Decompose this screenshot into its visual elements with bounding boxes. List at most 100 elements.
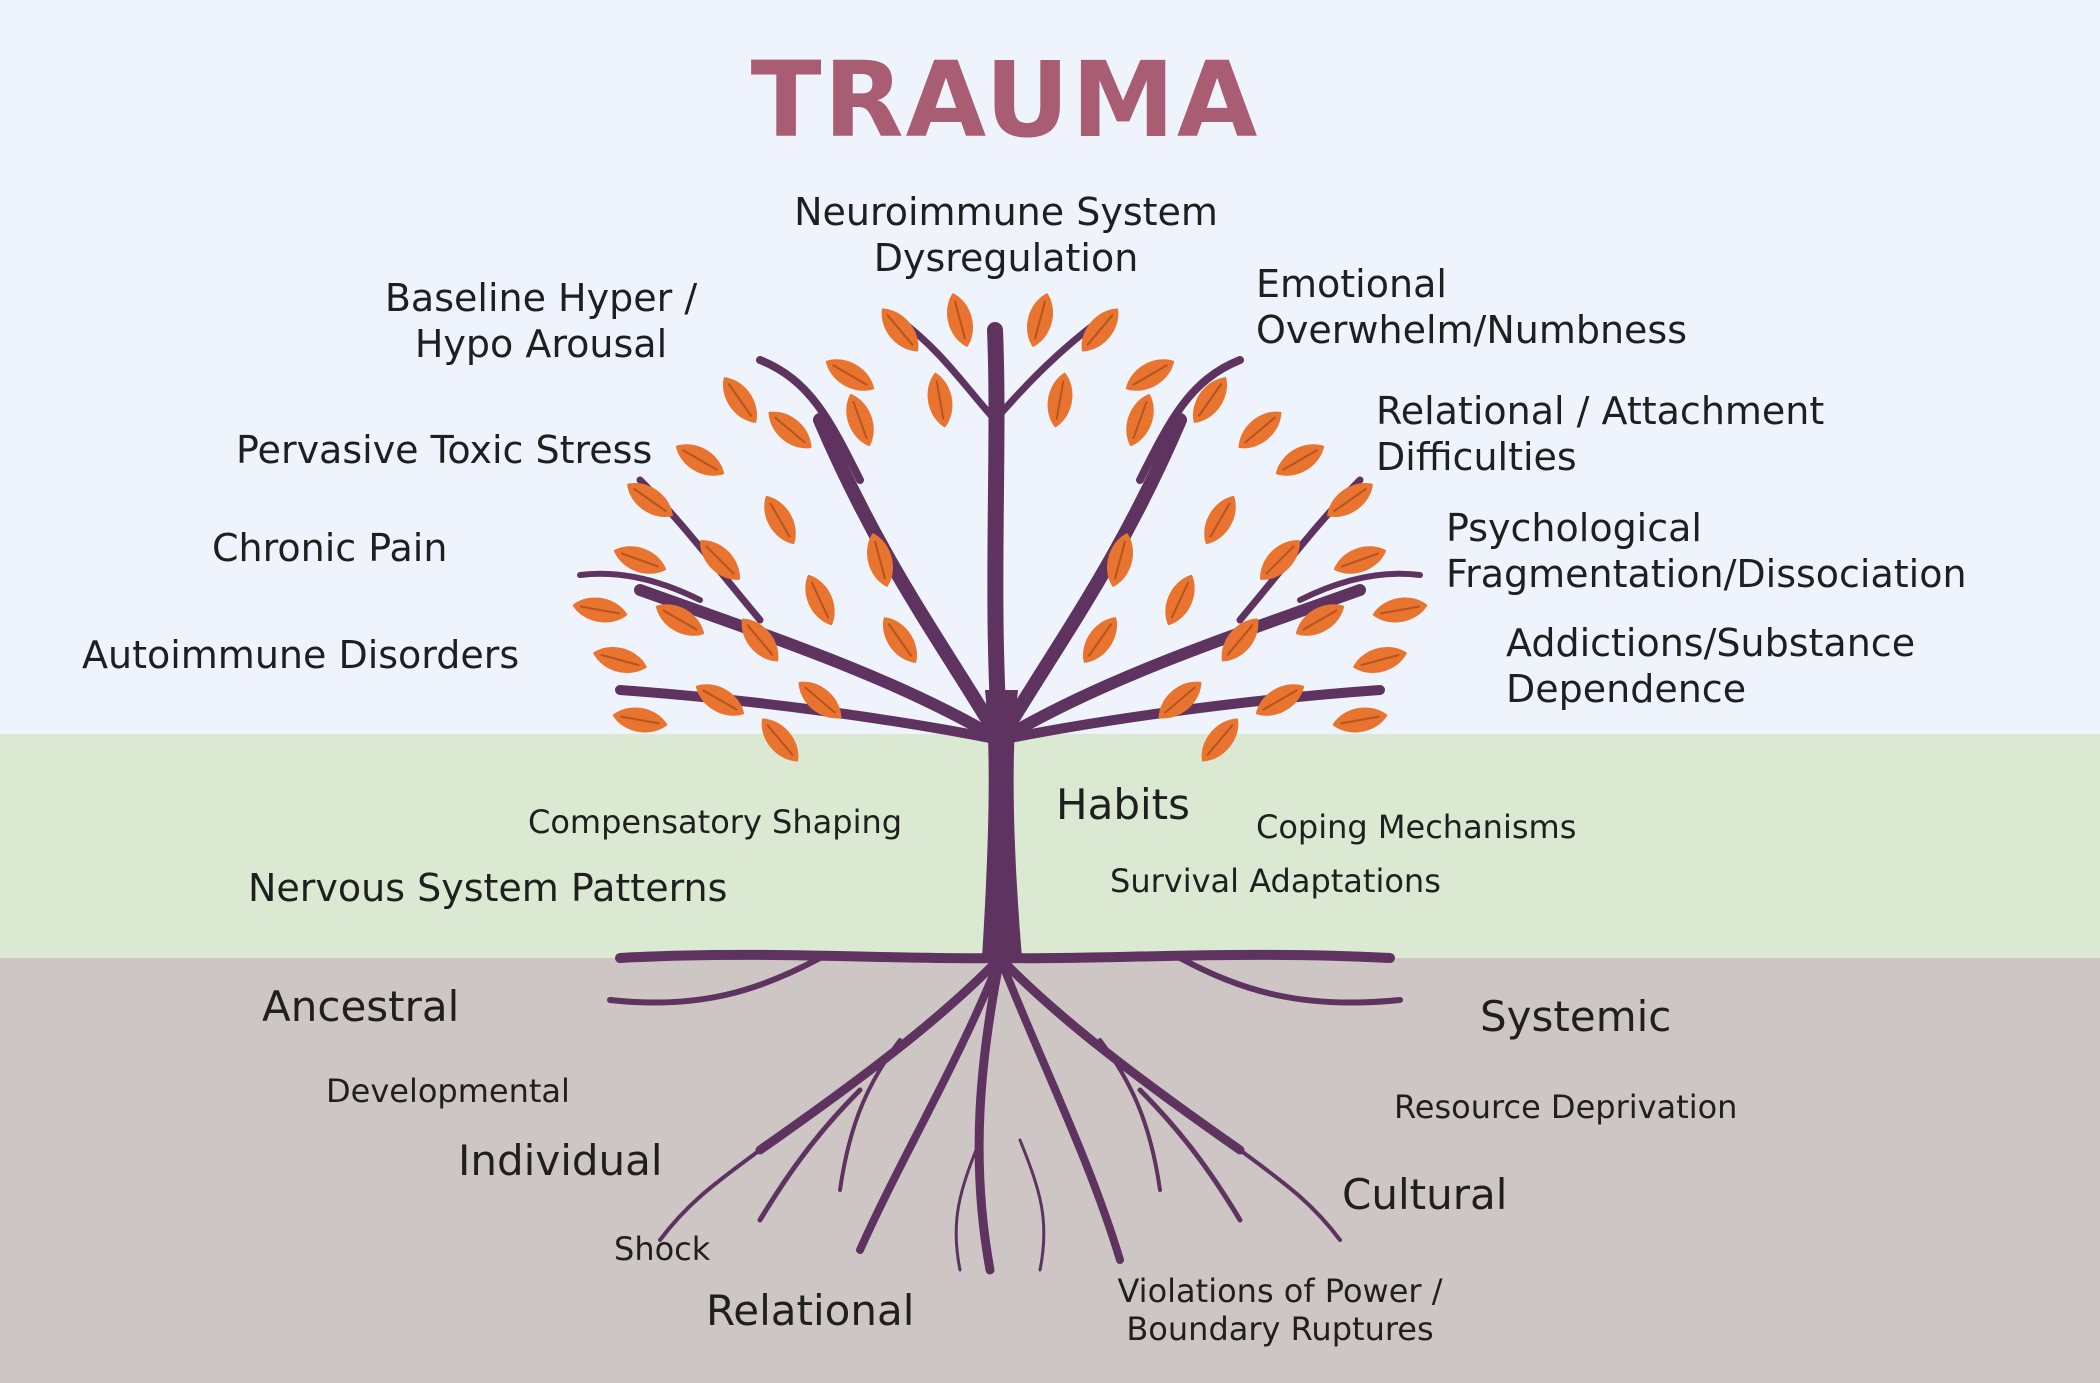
leaf-39 — [798, 681, 842, 719]
leaf-22 — [1260, 540, 1300, 580]
leaf-41 — [695, 684, 745, 716]
leaf-17 — [1047, 372, 1073, 428]
leaf-45 — [761, 718, 799, 762]
leaf-29 — [592, 647, 648, 673]
label-relational-root: Relational — [706, 1286, 915, 1335]
label-violations-line2: Boundary Ruptures — [1126, 1310, 1434, 1349]
label-shock: Shock — [614, 1230, 711, 1268]
tree-trunk — [982, 690, 1022, 958]
root-9 — [1177, 955, 1403, 1006]
leaf-21 — [700, 540, 740, 580]
leaf-11 — [675, 444, 725, 476]
tree-branches — [577, 316, 1423, 748]
root-2 — [995, 949, 1395, 964]
leaf-1 — [825, 359, 875, 391]
leaf-40 — [1158, 681, 1202, 719]
leaf-9 — [1193, 377, 1227, 423]
label-relational-line2: Difficulties — [1376, 434, 1577, 479]
root-17 — [1018, 1138, 1046, 1272]
label-neuroimmune-line1: Neuroimmune System — [794, 190, 1218, 234]
branch-15 — [1297, 570, 1423, 603]
leaf-42 — [1255, 684, 1305, 716]
label-nervous-system-patterns: Nervous System Patterns — [248, 866, 728, 910]
label-survival-adaptations: Survival Adaptations — [1110, 862, 1441, 900]
tree-leaves — [572, 292, 1428, 762]
branch-14 — [577, 570, 703, 603]
label-baseline-line1: Baseline Hyper / — [384, 276, 698, 320]
leaf-25 — [572, 597, 628, 623]
label-emotional-line1: Emotional — [1256, 262, 1447, 306]
leaf-7 — [768, 411, 812, 449]
branch-4 — [634, 584, 1006, 746]
leaf-24 — [1333, 546, 1387, 574]
branch-2 — [813, 413, 1007, 747]
root-5 — [974, 953, 1005, 1275]
branch-8 — [756, 356, 864, 484]
leaf-28 — [1295, 604, 1345, 636]
root-11 — [1137, 1087, 1243, 1223]
label-addictions-line1: Addictions/Substance — [1506, 621, 1916, 665]
leaf-8 — [723, 377, 757, 423]
root-15 — [1098, 1038, 1162, 1192]
leaf-14 — [1327, 483, 1373, 517]
label-resource-deprivation: Resource Deprivation — [1394, 1088, 1738, 1126]
label-neuroimmune-line2: Dysregulation — [873, 235, 1139, 280]
label-cultural: Cultural — [1342, 1170, 1508, 1219]
label-systemic: Systemic — [1480, 992, 1672, 1041]
leaf-30 — [1352, 647, 1408, 673]
root-8 — [607, 955, 823, 1006]
label-developmental: Developmental — [326, 1072, 570, 1110]
leaf-23 — [613, 546, 667, 574]
leaf-12 — [1275, 444, 1325, 476]
root-7 — [996, 954, 1124, 1264]
leaf-37 — [883, 617, 917, 663]
leaf-19 — [764, 495, 796, 545]
leaf-32 — [1221, 618, 1259, 662]
label-neuroimmune: Neuroimmune System Dysregulation — [786, 190, 1226, 281]
leaf-5 — [1081, 308, 1119, 352]
leaf-15 — [846, 393, 874, 447]
leaf-13 — [627, 483, 673, 517]
label-psychological-line1: Psychological — [1446, 506, 1702, 550]
label-baseline-line2: Hypo Arousal — [414, 321, 668, 366]
root-3 — [755, 953, 1005, 1155]
branch-5 — [994, 584, 1366, 746]
label-compensatory-shaping: Compensatory Shaping — [528, 803, 903, 841]
label-coping-mechanisms: Coping Mechanisms — [1256, 808, 1577, 846]
label-autoimmune: Autoimmune Disorders — [82, 633, 520, 677]
label-chronic-pain: Chronic Pain — [212, 526, 448, 570]
leaf-4 — [1027, 292, 1053, 348]
leaf-2 — [881, 308, 919, 352]
page-title: TRAUMA — [750, 39, 1260, 161]
leaf-10 — [1238, 411, 1282, 449]
label-violations-line1: Violations of Power / — [1117, 1272, 1443, 1310]
leaf-44 — [1332, 707, 1388, 733]
branch-3 — [993, 413, 1187, 747]
leaf-31 — [741, 618, 779, 662]
leaf-43 — [612, 707, 668, 733]
label-psychological-line2: Fragmentation/Dissociation — [1446, 551, 1967, 596]
sky-band — [0, 0, 2100, 734]
leaf-16 — [927, 372, 953, 428]
leaf-3 — [947, 292, 973, 348]
leaf-34 — [1165, 574, 1195, 626]
leaf-36 — [1107, 532, 1133, 588]
root-10 — [757, 1087, 863, 1223]
branch-9 — [1136, 356, 1244, 484]
label-emotional: Emotional Overwhelm/Numbness — [1256, 262, 1687, 353]
leaf-46 — [1201, 718, 1239, 762]
leaf-35 — [867, 532, 893, 588]
tree-roots — [607, 949, 1403, 1275]
label-psychological: Psychological Fragmentation/Dissociation — [1446, 506, 1967, 597]
label-addictions-line2: Dependence — [1506, 666, 1747, 711]
label-individual: Individual — [458, 1136, 663, 1185]
ground-band — [0, 734, 2100, 958]
label-habits: Habits — [1056, 780, 1190, 829]
root-14 — [838, 1038, 902, 1192]
root-12 — [658, 1148, 762, 1242]
root-13 — [1238, 1148, 1342, 1242]
leaf-27 — [655, 604, 705, 636]
branch-1 — [987, 322, 1008, 748]
leaf-20 — [1204, 495, 1236, 545]
